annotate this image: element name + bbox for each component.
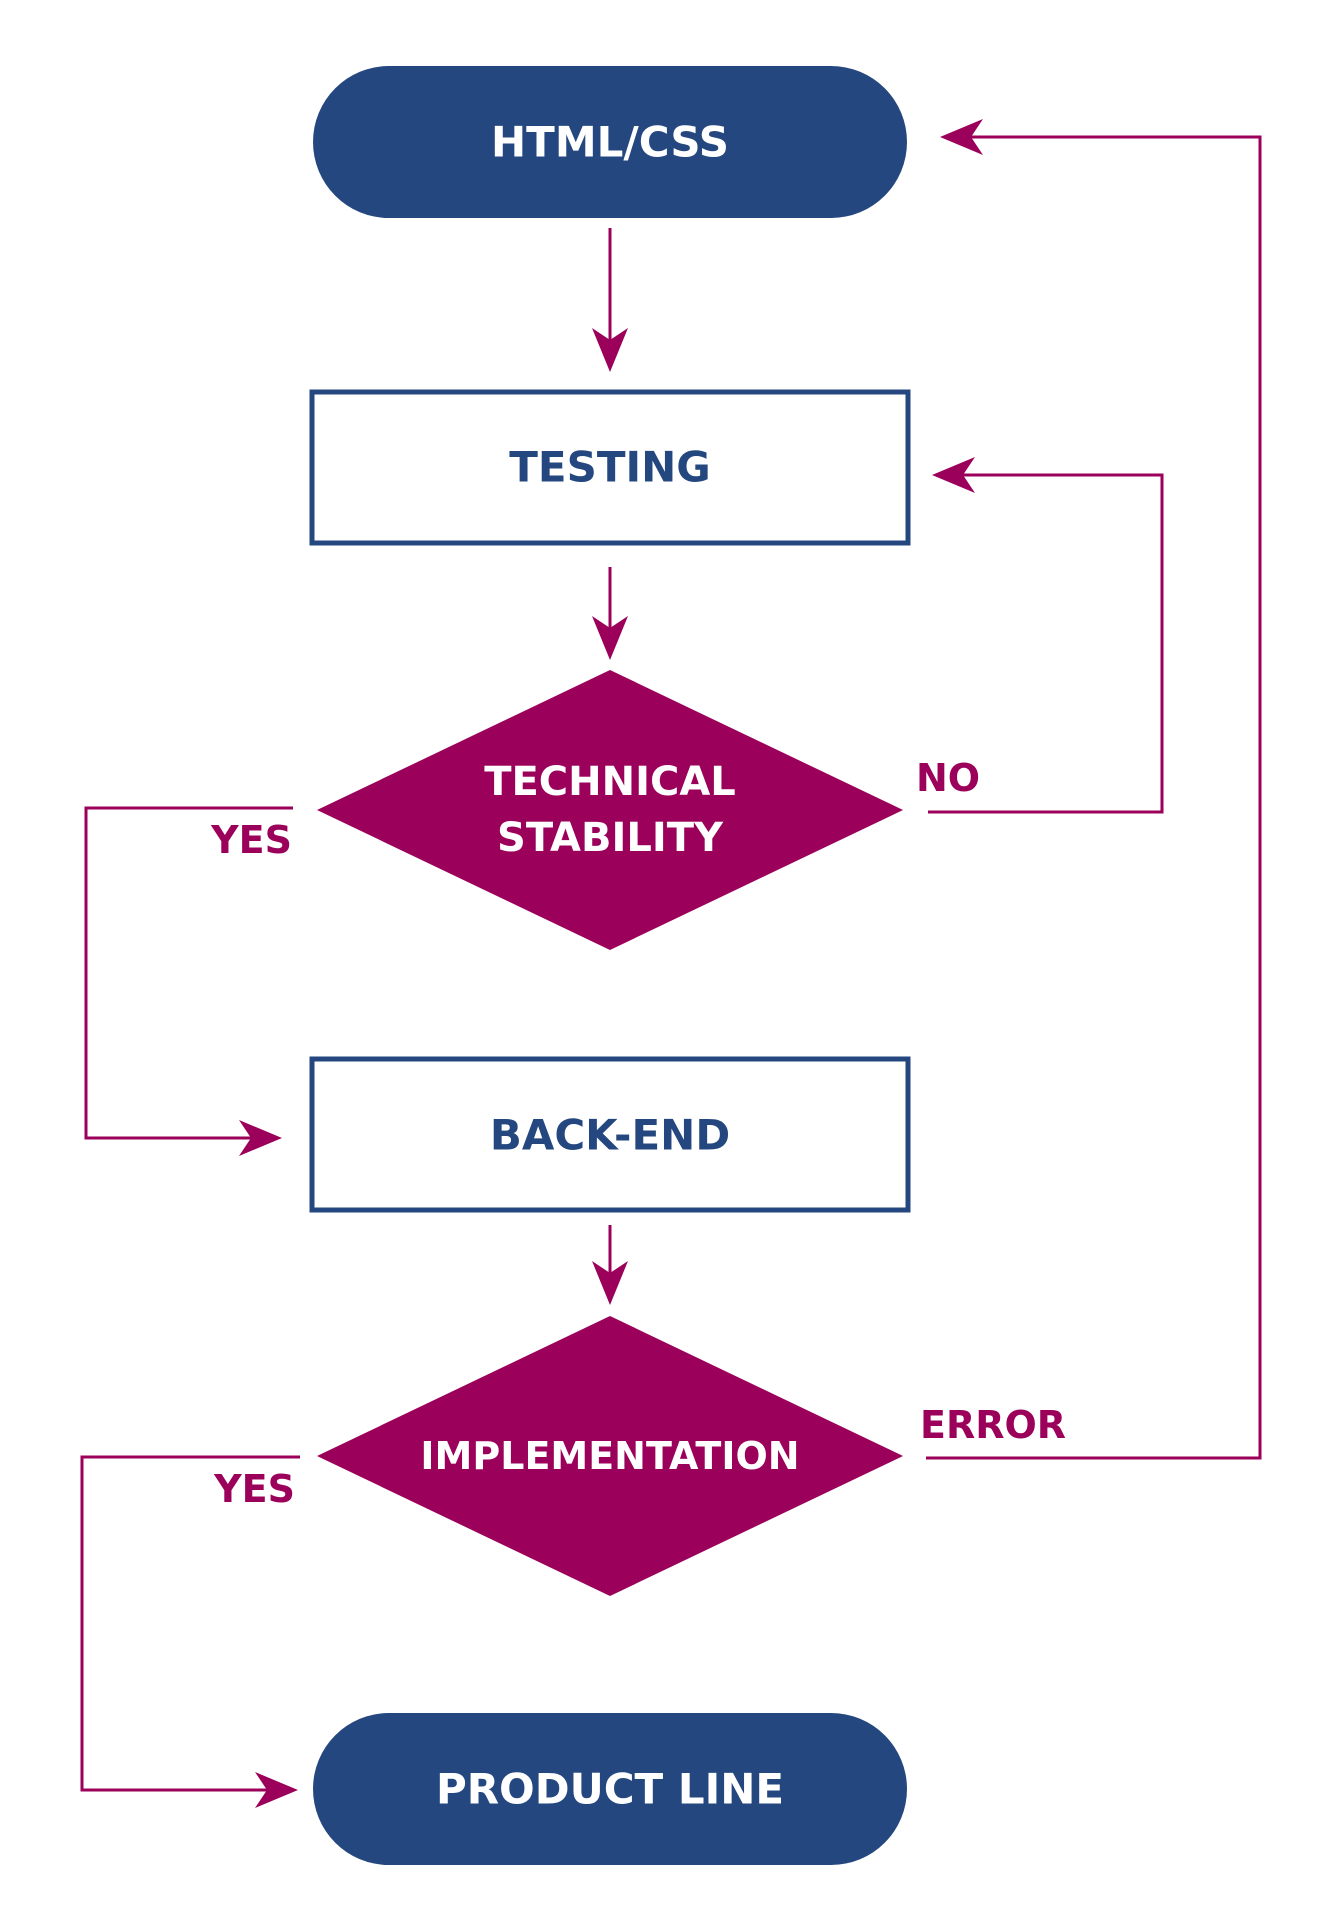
connectors [80, 135, 1262, 1792]
process-shape-back-end [309, 1056, 911, 1213]
node-label-testing: TESTING [509, 443, 711, 492]
terminal-shape-html-css [313, 66, 907, 218]
path-implementation-yes-to-productline [80, 1455, 300, 1792]
edge-label-yes-implementation: YES [213, 1467, 295, 1511]
node-product-line: PRODUCT LINE [313, 1713, 907, 1865]
edge-label-error: ERROR [920, 1403, 1066, 1447]
node-testing: TESTING [309, 389, 911, 546]
node-technical-stability: TECHNICAL STABILITY [317, 670, 903, 950]
path-stability-yes-to-backend [84, 806, 293, 1140]
arrowhead-down-stability [592, 616, 628, 660]
node-label-technical-stability-line1: TECHNICAL [484, 759, 736, 805]
node-implementation: IMPLEMENTATION [317, 1316, 903, 1596]
edge-label-yes-stability: YES [210, 818, 292, 862]
node-label-technical-stability-line2: STABILITY [497, 815, 724, 861]
node-back-end: BACK-END [309, 1056, 911, 1213]
process-shape-testing [309, 389, 911, 546]
terminal-shape-product-line [313, 1713, 907, 1865]
arrowheads [239, 119, 983, 1808]
arrowhead-down-testing [592, 328, 628, 372]
decision-shape-technical-stability [317, 670, 903, 950]
node-html-css: HTML/CSS [313, 66, 907, 218]
node-label-implementation: IMPLEMENTATION [420, 1434, 799, 1478]
arrowhead-right-backend [239, 1120, 282, 1156]
arrowhead-right-productline [255, 1772, 298, 1808]
node-label-product-line: PRODUCT LINE [436, 1765, 784, 1814]
loop-stability-no-to-testing [928, 473, 1164, 814]
edge-label-no: NO [916, 756, 980, 800]
arrowhead-left-testing [932, 457, 975, 493]
node-label-html-css: HTML/CSS [491, 118, 729, 167]
decision-shape-implementation [317, 1316, 903, 1596]
arrowhead-left-htmlcss [940, 119, 983, 155]
node-label-back-end: BACK-END [490, 1111, 730, 1160]
arrowhead-down-implementation [592, 1261, 628, 1305]
loop-implementation-error-to-htmlcss [926, 135, 1262, 1460]
